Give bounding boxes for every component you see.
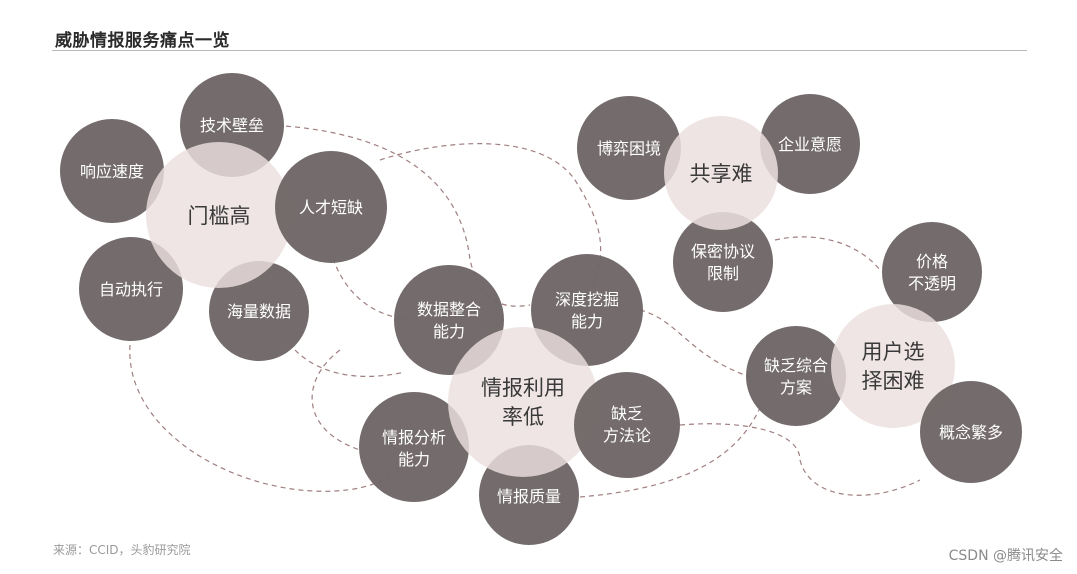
main-label-low-utilization-line1: 情报利用 — [481, 376, 565, 400]
main-bubble-low-utilization — [448, 327, 598, 477]
main-label-hard-to-choose-line2: 择困难 — [862, 369, 925, 393]
sub-bubble-response-speed — [60, 119, 164, 223]
main-bubble-hard-to-share — [664, 116, 778, 230]
sub-label-talent-shortage: 人才短缺 — [299, 198, 363, 217]
sub-bubble-talent-shortage — [275, 151, 387, 263]
source-note: 来源：CCID，头豹研究院 — [53, 543, 191, 557]
group-low-utilization: 数据整合 能力 深度挖掘 能力 情报分析 能力 情报质量 情报利用 率低 缺乏 … — [359, 254, 680, 545]
sub-label-deep-mining-line2: 能力 — [571, 312, 603, 331]
sub-label-intel-quality: 情报质量 — [497, 487, 561, 506]
connector-line — [579, 394, 766, 498]
sub-label-tech-barrier: 技术壁垒 — [200, 116, 264, 135]
main-bubble-hard-to-choose — [831, 304, 955, 428]
connector-line — [311, 349, 361, 451]
sub-label-data-integration-line1: 数据整合 — [417, 300, 481, 319]
sub-bubble-nda-limits — [673, 212, 773, 312]
group-hard-to-share: 博弈困境 企业意愿 保密协议 限制 共享难 — [577, 94, 860, 312]
sub-label-response-speed: 响应速度 — [80, 162, 144, 181]
sub-bubble-too-many-concepts — [920, 381, 1022, 483]
sub-label-game-dilemma: 博弈困境 — [597, 139, 661, 158]
connector-line — [379, 143, 602, 291]
sub-label-nda-limits-line1: 保密协议 — [691, 242, 755, 261]
page-title: 威胁情报服务痛点一览 — [55, 31, 230, 51]
group-hard-to-choose: 价格 不透明 缺乏综合 方案 用户选 择困难 概念繁多 — [746, 222, 1022, 483]
sub-label-price-opacity-line1: 价格 — [916, 252, 948, 271]
title-divider — [52, 50, 1027, 51]
watermark: CSDN @腾讯安全 — [948, 548, 1063, 564]
sub-label-methodology-line1: 缺乏 — [611, 404, 643, 423]
connector-line — [774, 236, 881, 271]
sub-label-too-many-concepts: 概念繁多 — [939, 423, 1003, 442]
sub-bubble-auto-exec — [79, 237, 183, 341]
sub-label-nda-limits-line2: 限制 — [707, 264, 739, 283]
sub-label-data-integration-line2: 能力 — [433, 322, 465, 341]
connector-line — [129, 344, 401, 492]
sub-bubble-enterprise-will — [760, 94, 860, 194]
sub-label-no-integrated-solution-line1: 缺乏综合 — [764, 356, 828, 375]
sub-label-methodology-line2: 方法论 — [603, 426, 651, 445]
main-label-entry-barrier: 门槛高 — [188, 204, 251, 228]
sub-label-intel-analysis-line2: 能力 — [398, 450, 430, 469]
sub-bubble-methodology — [574, 372, 680, 478]
main-label-hard-to-share: 共享难 — [690, 162, 753, 186]
sub-label-no-integrated-solution-line2: 方案 — [780, 378, 812, 397]
connector-line — [294, 349, 406, 377]
sub-bubble-price-opacity — [882, 222, 982, 322]
sub-label-auto-exec: 自动执行 — [99, 280, 163, 299]
group-entry-barrier: 技术壁垒 响应速度 自动执行 海量数据 门槛高 人才短缺 — [60, 73, 387, 361]
main-label-hard-to-choose-line1: 用户选 — [862, 340, 925, 364]
main-bubble-entry-barrier — [146, 142, 292, 288]
connector-line — [679, 423, 921, 496]
main-label-low-utilization-line2: 率低 — [502, 405, 544, 429]
sub-bubble-game-dilemma — [577, 96, 681, 200]
sub-label-enterprise-will: 企业意愿 — [778, 135, 842, 154]
sub-label-massive-data: 海量数据 — [227, 302, 291, 321]
sub-bubble-no-integrated-solution — [746, 326, 846, 426]
sub-bubble-intel-analysis — [359, 392, 469, 502]
sub-label-intel-analysis-line1: 情报分析 — [382, 428, 446, 447]
sub-label-price-opacity-line2: 不透明 — [908, 274, 956, 293]
sub-label-deep-mining-line1: 深度挖掘 — [555, 290, 619, 309]
connector-line — [639, 309, 761, 381]
